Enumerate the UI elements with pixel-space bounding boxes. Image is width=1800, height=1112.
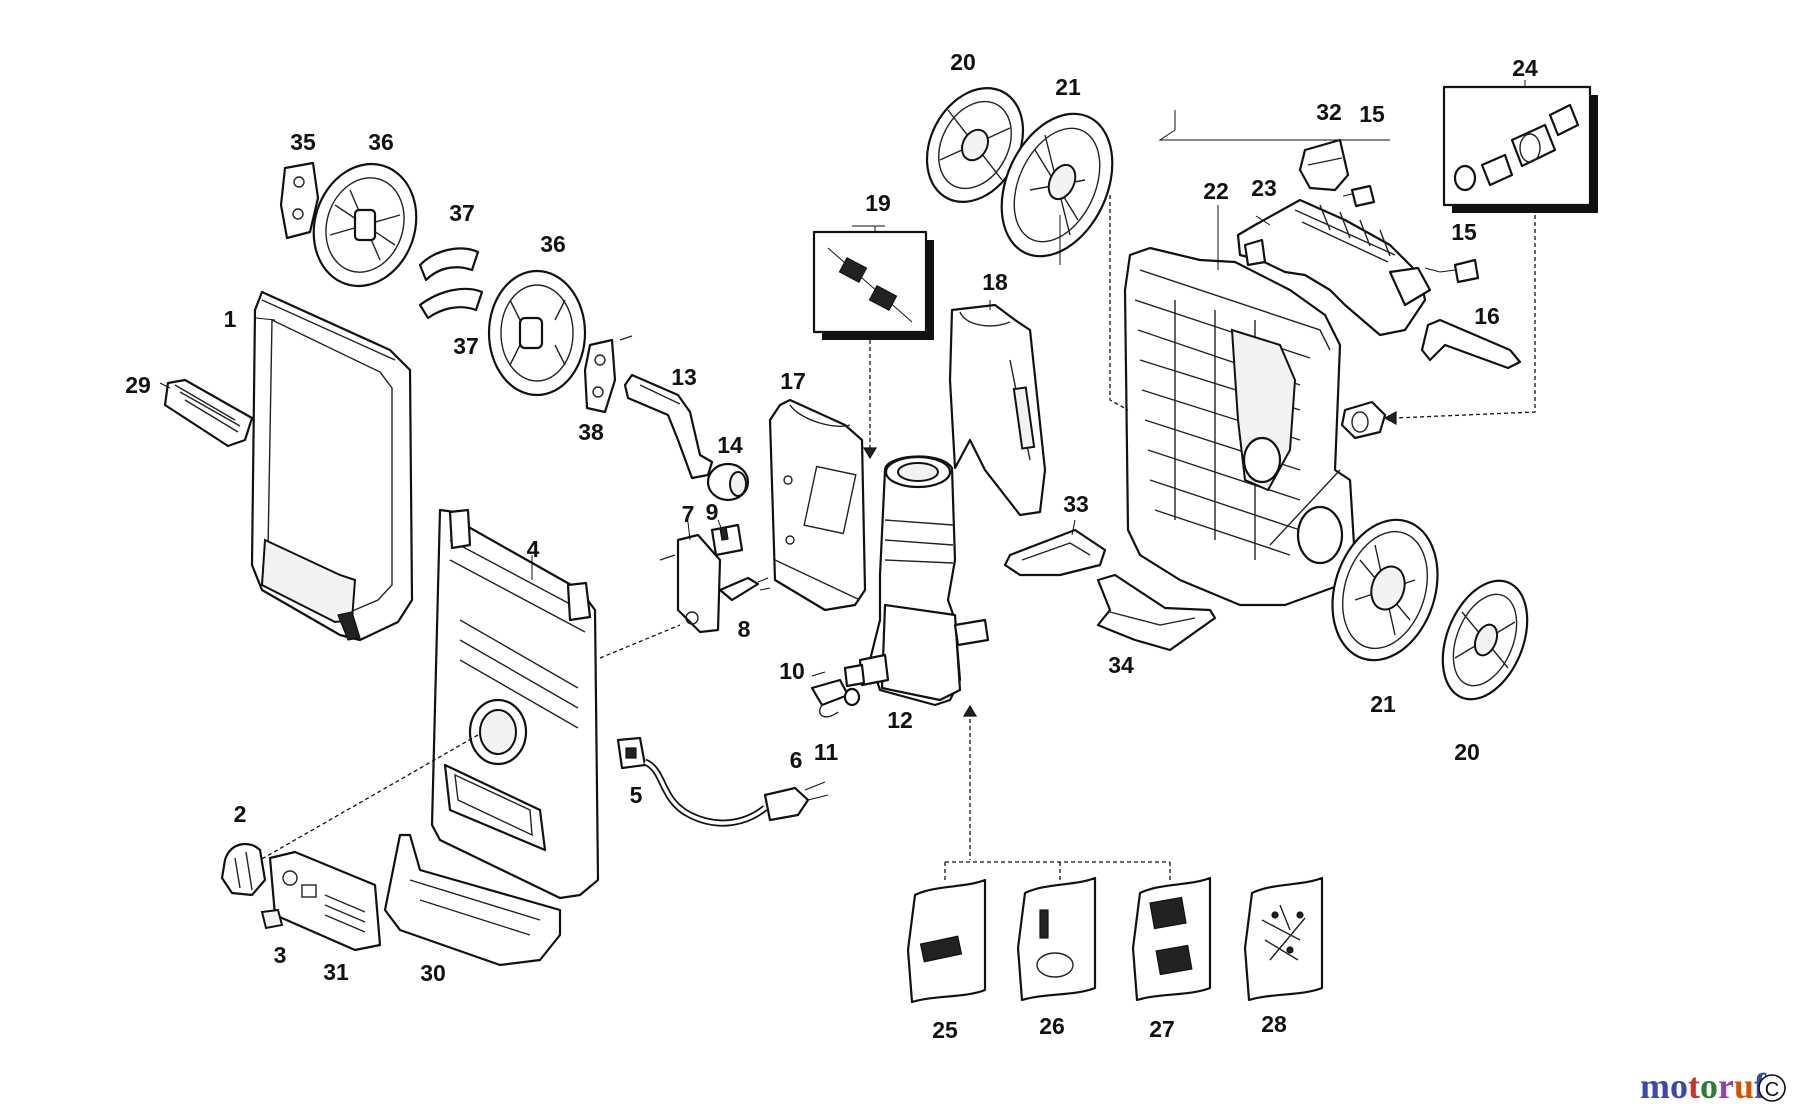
part-33-gasket — [1003, 528, 1107, 577]
inlet-fitting — [1340, 400, 1387, 440]
callout-26: 26 — [1039, 1013, 1065, 1039]
part-31-switch-panel — [268, 850, 382, 952]
callout-17: 17 — [780, 368, 806, 394]
part-4-front-housing — [430, 508, 600, 900]
watermark-badge — [1758, 1074, 1786, 1102]
callout-38: 38 — [578, 419, 604, 445]
part-13-crank-handle — [623, 373, 714, 480]
callout-36-right: 36 — [540, 231, 566, 257]
callout-33: 33 — [1063, 491, 1089, 517]
part-15-connector-right — [1424, 258, 1480, 284]
part-34-gasket — [1096, 573, 1217, 652]
part-28-bag — [1243, 876, 1324, 1002]
callout-24: 24 — [1512, 55, 1538, 81]
callout-2: 2 — [234, 801, 247, 827]
part-36-reel-disc-back — [312, 162, 418, 288]
callout-18: 18 — [982, 269, 1008, 295]
part-8-capacitor — [718, 576, 771, 602]
watermark-text: motoruf — [1640, 1066, 1767, 1106]
watermark-logo: motoruf C — [1640, 1066, 1786, 1106]
callout-34: 34 — [1108, 652, 1134, 678]
part-17-motor-housing — [768, 398, 867, 612]
part-37-clip-lower — [418, 287, 484, 320]
part-14-knob — [706, 462, 750, 502]
part-16-strip — [1420, 318, 1522, 370]
part-23-top-handle — [1236, 198, 1432, 337]
callout-37-upper: 37 — [449, 200, 475, 226]
callout-31: 31 — [323, 959, 349, 985]
callout-30: 30 — [420, 960, 446, 986]
callout-4: 4 — [527, 536, 540, 562]
part-35-bracket — [279, 161, 320, 240]
part-25-bag — [906, 878, 987, 1004]
part-22-rear-housing — [1123, 246, 1357, 607]
callout-3: 3 — [274, 942, 287, 968]
part-21-wheel-top — [1000, 112, 1114, 258]
part-37-clip-upper — [418, 247, 480, 282]
callout-25: 25 — [932, 1017, 958, 1043]
callout-36-left: 36 — [368, 129, 394, 155]
callout-10: 10 — [779, 658, 805, 684]
callout-35: 35 — [290, 129, 316, 155]
callout-12: 12 — [887, 707, 913, 733]
callout-15-right: 15 — [1451, 219, 1477, 245]
part-21-wheel-bottom — [1331, 518, 1439, 662]
part-19-brush-kit — [812, 230, 934, 340]
callout-labels: 1 2 3 4 5 6 7 8 9 10 11 12 13 14 15 15 1… — [125, 49, 1538, 1043]
part-32-clip — [1298, 138, 1350, 192]
part-18-motor-cover — [948, 303, 1047, 517]
part-1-handle-frame — [250, 290, 414, 642]
callout-16: 16 — [1474, 303, 1500, 329]
part-6-power-cord — [643, 758, 829, 827]
part-5-switch — [616, 736, 647, 770]
part-36-reel-disc-front — [487, 269, 587, 397]
callout-11: 11 — [814, 739, 839, 765]
callout-20-bottom: 20 — [1454, 739, 1480, 765]
callout-5: 5 — [630, 782, 643, 808]
watermark-badge-letter: C — [1765, 1079, 1779, 1101]
callout-19: 19 — [865, 190, 891, 216]
part-24-quick-coupling — [1442, 85, 1598, 213]
part-27-bag — [1131, 876, 1212, 1002]
callout-37-lower: 37 — [453, 333, 479, 359]
callout-20-top: 20 — [950, 49, 976, 75]
callout-32: 32 — [1316, 99, 1342, 125]
callout-8: 8 — [738, 616, 751, 642]
callout-6: 6 — [790, 747, 803, 773]
callout-1: 1 — [224, 306, 237, 332]
callout-29: 29 — [125, 372, 151, 398]
callout-15-top: 15 — [1359, 101, 1385, 127]
callout-9: 9 — [706, 499, 719, 525]
callout-22: 22 — [1203, 178, 1229, 204]
callout-13: 13 — [671, 364, 697, 390]
part-15-connector-top — [1342, 184, 1376, 208]
callout-7: 7 — [682, 501, 695, 527]
part-3-clip — [260, 908, 284, 930]
part-38-bracket — [583, 335, 633, 414]
callout-23: 23 — [1251, 175, 1277, 201]
part-12-motor-pump — [843, 455, 990, 707]
part-20-wheel-cover-bottom — [1441, 579, 1529, 701]
part-26-bag — [1016, 876, 1097, 1002]
callout-21-top: 21 — [1055, 74, 1081, 100]
callout-27: 27 — [1149, 1016, 1175, 1042]
part-9-connector — [710, 523, 744, 557]
callout-28: 28 — [1261, 1011, 1287, 1037]
dashed-connectors — [259, 195, 1536, 880]
part-7-circuit-board — [659, 533, 722, 634]
part-11-seal — [819, 687, 861, 718]
part-10-fitting — [810, 671, 850, 707]
part-2-knob — [220, 842, 267, 897]
part-29-grip-pad — [163, 378, 254, 448]
leader-lines — [159, 80, 1526, 580]
callout-21-bottom: 21 — [1370, 691, 1396, 717]
callout-14: 14 — [717, 432, 743, 458]
part-30-bottom-plate — [383, 833, 562, 967]
